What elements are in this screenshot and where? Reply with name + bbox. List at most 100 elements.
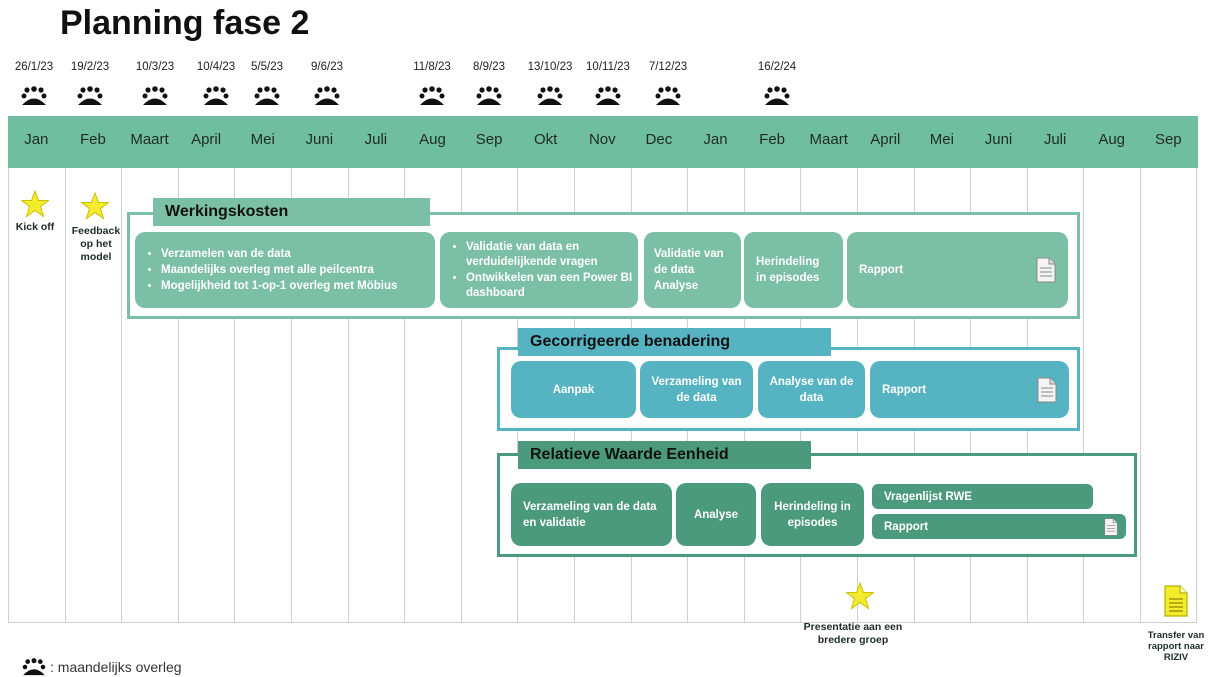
rwe-task-3: Herindeling in episodes [761,483,864,546]
werkingskosten-task-1: Verzamelen van de data Maandelijks overl… [135,232,435,308]
meeting-icon [314,86,340,106]
presentatie-label: Presentatie aan een bredere groep [803,621,903,646]
meeting-date: 8/9/23 [473,61,505,73]
month-label: Aug [1098,131,1126,148]
task-label: Analyse van de data [769,375,854,404]
document-icon [1036,257,1056,283]
meeting-date: 10/4/23 [196,61,236,73]
task-label: Herindeling in episodes [774,500,851,529]
task-label: Verzameling van de data en validatie [523,500,657,529]
month-label: Sep [1154,131,1182,148]
grid-line [1140,168,1141,623]
month-label: Maart [809,131,848,148]
meeting-date: 16/2/24 [757,61,797,73]
werkingskosten-task-5: Rapport [847,232,1068,308]
month-label: Aug [419,131,446,148]
task-item: Maandelijks overleg met alle peilcentra [161,263,397,278]
month-label: Jan [703,131,728,148]
month-label: Juli [1043,131,1067,148]
werkingskosten-task-3: Validatie van de data Analyse [644,232,741,308]
grid-line [404,168,406,623]
month-header-bar [8,116,1198,168]
meeting-date: 26/1/23 [14,61,54,73]
document-icon [1037,377,1057,402]
werkingskosten-task-4: Herindeling in episodes [744,232,843,308]
star-icon [81,192,109,220]
meeting-icon [655,86,681,106]
month-label: Dec [645,131,673,148]
task-label: Vragenlijst RWE [884,490,972,503]
page-title: Planning fase 2 [60,4,310,42]
task-label: Aanpak [552,383,595,396]
month-label: Sep [475,131,503,148]
meeting-date: 13/10/23 [527,61,573,73]
gecorrigeerde-task-2: Verzameling van de data [640,361,753,418]
task-label: Herindeling in episodes [756,256,820,284]
werkingskosten-title: Werkingskosten [153,198,430,226]
meeting-date: 10/11/23 [586,61,630,73]
meeting-icon [142,86,168,106]
star-icon [21,190,49,218]
gecorrigeerde-task-3: Analyse van de data [758,361,865,418]
month-label: Nov [588,131,616,148]
grid-line [64,168,66,623]
grid-line [1083,168,1085,623]
month-label: Okt [534,131,558,148]
gecorrigeerde-task-4: Rapport [870,361,1069,418]
month-label: Juni [305,131,334,148]
meeting-icon [22,658,46,676]
legend-label: : maandelijks overleg [50,659,182,675]
task-label: Rapport [882,383,927,396]
rwe-task-4: Vragenlijst RWE [872,484,1093,509]
grid-line [121,168,123,623]
month-label: Feb [759,131,786,148]
meeting-icon [537,86,563,106]
meeting-icon [419,86,445,106]
month-label: April [191,131,222,148]
grid-line [177,168,179,623]
meeting-icon [764,86,790,106]
meeting-icon [77,86,103,106]
month-label: Mei [929,131,954,148]
document-icon [1104,517,1118,536]
task-item: Verzamelen van de data [161,247,397,262]
task-list: Verzamelen van de data Maandelijks overl… [147,246,397,295]
meeting-date: 9/6/23 [311,61,343,73]
meeting-icon [203,86,229,106]
rwe-title: Relatieve Waarde Eenheid [518,441,811,469]
rwe-task-5: Rapport [872,514,1126,539]
task-label: Analyse [693,508,739,521]
gecorrigeerde-title: Gecorrigeerde benadering [518,328,831,356]
kickoff-label: Kick off [15,221,55,233]
task-label: Verzameling van de data [651,375,742,404]
document-icon [1164,585,1188,617]
transfer-label: Transfer van rapport naar RIZIV [1147,630,1205,663]
task-item: Mogelijkheid tot 1-op-1 overleg met Möbi… [161,279,397,294]
month-label: Jan [24,131,49,148]
month-label: Juli [364,131,388,148]
meeting-date: 11/8/23 [413,61,451,73]
meeting-icon [21,86,47,106]
rwe-task-2: Analyse [676,483,756,546]
meeting-date: 7/12/23 [648,61,688,73]
task-label: Rapport [859,264,904,276]
timeline-grid [8,168,1197,623]
star-icon [846,582,874,610]
task-item: Validatie van data en verduidelijkende v… [466,240,638,270]
meeting-date: 19/2/23 [70,61,110,73]
task-list: Validatie van data en verduidelijkende v… [452,239,638,302]
rwe-task-1: Verzameling van de data en validatie [511,483,672,546]
legend: : maandelijks overleg [22,658,182,676]
month-label: Juni [984,131,1013,148]
task-label: Validatie van de data Analyse [654,248,724,292]
grid-line [347,168,349,623]
gecorrigeerde-task-1: Aanpak [511,361,636,418]
meeting-date: 5/5/23 [251,61,283,73]
month-label: Maart [130,131,169,148]
month-label: Mei [250,131,275,148]
feedback-label: Feedback op het model [71,225,121,263]
month-label: Feb [79,131,106,148]
meeting-icon [476,86,502,106]
meeting-date: 10/3/23 [135,61,175,73]
meeting-icon [254,86,280,106]
